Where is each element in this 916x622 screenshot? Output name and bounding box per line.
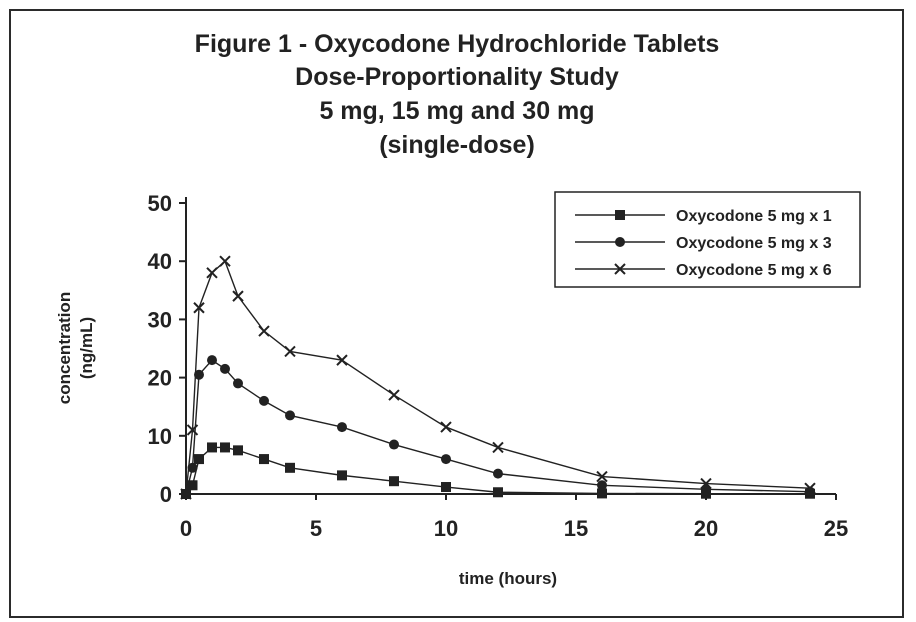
- x-tick-label: 20: [694, 516, 718, 541]
- series-1-point: [441, 482, 451, 493]
- chart-title: Figure 1 - Oxycodone Hydrochloride Table…: [195, 30, 720, 159]
- series-3-point: [232, 290, 244, 302]
- series-2-point: [597, 480, 607, 491]
- series-2-point: [187, 462, 198, 473]
- legend-label: Oxycodone 5 mg x 6: [676, 262, 832, 279]
- series-3-point: [180, 488, 192, 500]
- series-2-point: [493, 468, 503, 479]
- series-2-point: [805, 486, 815, 497]
- series-1-point: [285, 462, 295, 473]
- legend: Oxycodone 5 mg x 1 Oxycodone 5 mg x 3 Oxyc…: [554, 191, 861, 288]
- series-3-point: [700, 477, 712, 490]
- series-1-point: [233, 445, 243, 456]
- y-tick-label: 0: [160, 482, 172, 507]
- series-3-line: [185, 259, 811, 495]
- series-1-point: [337, 470, 347, 481]
- title-line-3: 5 mg, 15 mg and 30 mg: [319, 97, 594, 125]
- series-2: [181, 355, 815, 499]
- series-2-point: [389, 439, 399, 450]
- series-layer: [180, 255, 816, 500]
- legend-box: [554, 191, 861, 288]
- series-1-point: [259, 454, 269, 465]
- x-tick-label: 0: [180, 516, 192, 541]
- y-tick-label: 40: [148, 249, 172, 274]
- series-2-point: [337, 422, 347, 433]
- series-3: [180, 255, 816, 500]
- series-2-point: [220, 363, 230, 374]
- series-3-point: [596, 470, 608, 483]
- series-1-point: [493, 487, 503, 498]
- series-3-point: [440, 421, 452, 433]
- legend-marker: [615, 237, 625, 247]
- series-3-point: [193, 302, 205, 314]
- series-3-point: [219, 255, 231, 267]
- y-tick-label: 50: [148, 191, 172, 216]
- series-3-point: [492, 441, 504, 454]
- series-2-point: [233, 378, 243, 389]
- legend-label: Oxycodone 5 mg x 3: [676, 235, 832, 252]
- figure-frame: [9, 9, 904, 618]
- x-axis-label: time (hours): [459, 569, 557, 588]
- series-1-point: [597, 488, 607, 499]
- series-3-point: [206, 267, 218, 279]
- x-tick-label: 10: [434, 516, 458, 541]
- series-2-point: [285, 410, 295, 421]
- title-line-1: Figure 1 - Oxycodone Hydrochloride Table…: [195, 30, 720, 58]
- legend-marker: [615, 210, 625, 220]
- series-1-point: [207, 442, 217, 453]
- y-tick-label: 10: [148, 424, 172, 449]
- y-axis-label-line-2: (ng/mL): [77, 317, 96, 379]
- y-tick-label: 20: [148, 366, 172, 391]
- legend-label: Oxycodone 5 mg x 1: [676, 208, 832, 225]
- series-1-point: [220, 442, 230, 453]
- y-tick-label: 30: [148, 307, 172, 332]
- x-tick-label: 15: [564, 516, 588, 541]
- series-3-point: [804, 482, 816, 494]
- axes: 0 10 20 30 40 50 0 5 10 15 20 25: [148, 191, 849, 541]
- series-2-point: [207, 355, 217, 366]
- series-3-point: [388, 389, 400, 401]
- x-tick-label: 5: [310, 516, 322, 541]
- series-1-point: [389, 476, 399, 487]
- title-line-2: Dose-Proportionality Study: [295, 63, 619, 91]
- y-axis-label: concentration (ng/mL): [55, 292, 96, 404]
- series-3-point: [336, 354, 348, 366]
- legend-marker: [614, 263, 626, 275]
- y-axis-label-line-1: concentration: [55, 292, 74, 404]
- x-tick-label: 25: [824, 516, 848, 541]
- series-3-point: [186, 424, 199, 436]
- series-3-point: [258, 325, 270, 337]
- series-2-point: [441, 454, 451, 465]
- title-line-4: (single-dose): [379, 131, 535, 159]
- series-1-point: [187, 480, 198, 491]
- series-1-point: [194, 454, 204, 465]
- series-2-point: [194, 369, 204, 380]
- series-2-point: [259, 395, 269, 406]
- series-3-point: [284, 345, 296, 358]
